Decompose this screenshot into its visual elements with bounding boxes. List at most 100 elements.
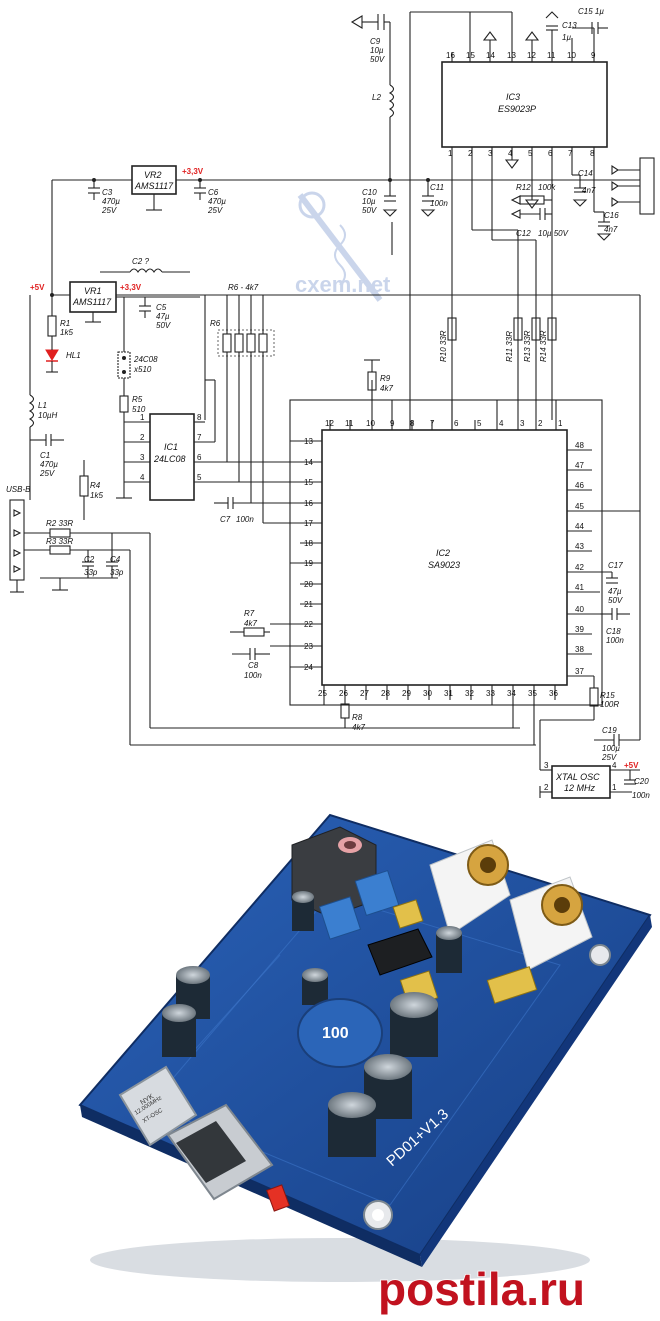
jumper-value: x510 xyxy=(133,365,152,374)
ic2-pin-47: 47 xyxy=(575,461,584,470)
postila-watermark-text: postila.ru xyxy=(378,1263,585,1315)
xtal-line1: XTAL OSC xyxy=(555,772,600,782)
r11-label: R11 33R xyxy=(505,331,514,362)
rail-5v: +5V xyxy=(30,283,45,292)
ic2-pin-14: 14 xyxy=(304,458,313,467)
ic2-right-pin-lines xyxy=(567,449,640,677)
usb-label: USB-B xyxy=(6,485,31,494)
ic2-ref: IC2 xyxy=(436,548,450,558)
r3-label: R3 33R xyxy=(46,537,73,546)
c3-ref: C3 xyxy=(102,188,113,197)
ic1-ref: IC1 xyxy=(164,442,178,452)
schematic-svg: cxem.net IC3 ES9023P 16 15 14 13 12 11 1… xyxy=(6,7,655,800)
mounting-hole-right xyxy=(589,944,611,966)
cap-c18: C18 100n xyxy=(600,608,630,645)
ic2-pin-16: 16 xyxy=(304,499,313,508)
ic1-eeprom: IC1 24LC08 1 2 3 4 8 7 6 5 xyxy=(116,379,239,501)
c7-ref: C7 xyxy=(220,515,231,524)
ic2-pin-25: 25 xyxy=(318,689,327,698)
ic2-pin-1: 1 xyxy=(558,419,563,428)
resistor-r3: R3 33R xyxy=(24,537,130,555)
ic2-left-pin-lines xyxy=(227,440,322,668)
regulator-vr1: VR1 AMS1117 xyxy=(69,281,117,323)
crystal-oscillator-can: NYK 12.000MHz XT-OSC xyxy=(118,1065,198,1147)
cap-c5: C5 47µ 50V xyxy=(139,297,171,330)
ic2-pin-18: 18 xyxy=(304,539,313,548)
resistor-r7: R7 4k7 xyxy=(230,609,270,637)
ic2-pin-46: 46 xyxy=(575,481,584,490)
c15-label: C15 1µ xyxy=(578,7,604,16)
ic1-pin-7: 7 xyxy=(197,433,202,442)
resistor-r11: R11 33R xyxy=(505,317,523,362)
rca-jack-left xyxy=(429,839,511,936)
pcb-ic-chip xyxy=(367,928,433,976)
c4-value: 33p xyxy=(110,568,124,577)
ic2-pin-20: 20 xyxy=(304,580,313,589)
r6-label: R6 xyxy=(210,319,221,328)
ic1-pin-1: 1 xyxy=(140,413,145,422)
tantalum-cap-1 xyxy=(392,899,424,929)
resistor-r10: R10 33R xyxy=(439,317,457,362)
c14-value: 4n7 xyxy=(582,186,596,195)
film-capacitor-1 xyxy=(354,869,400,917)
resistor-r15: R15 100R xyxy=(539,676,619,770)
c19-voltage: 25V xyxy=(601,753,617,762)
cap-c10: C10 10µ 50V xyxy=(362,180,398,217)
c5-voltage: 50V xyxy=(156,321,171,330)
c1-value: 470µ xyxy=(40,460,58,469)
ic2-pin-42: 42 xyxy=(575,563,584,572)
r8-ref: R8 xyxy=(352,713,363,722)
c2-ref: C2 xyxy=(84,555,95,564)
resistor-r13: R13 33R xyxy=(523,317,541,362)
l1-ref: L1 xyxy=(38,401,47,410)
cap-c9: C9 10µ 50V xyxy=(350,14,391,85)
ic2-pin-12: 12 xyxy=(325,419,334,428)
ic3-chip: IC3 ES9023P 16 15 14 13 12 11 10 9 1 2 3… xyxy=(441,12,608,470)
r14-label: R14 33R xyxy=(539,330,548,362)
board-shadow xyxy=(90,1238,590,1282)
jumper-24c08: 24C08 x510 xyxy=(117,297,158,379)
ic2-pin-36: 36 xyxy=(549,689,558,698)
ic2-chip: IC2 SA9023 12 11 10 9 8 7 6 5 4 3 2 1 1 xyxy=(227,380,640,745)
c17-voltage: 50V xyxy=(608,596,623,605)
large-electrolytic-3 xyxy=(328,1092,376,1157)
c2q-label: C2 ? xyxy=(132,257,149,266)
cap-c8: C8 100n xyxy=(232,648,270,680)
r1-ref: R1 xyxy=(60,319,70,328)
ic1-pin-5: 5 xyxy=(197,473,202,482)
ic3-pin-2: 2 xyxy=(468,149,473,158)
ic2-pin-40: 40 xyxy=(575,605,584,614)
large-electrolytic-left-2 xyxy=(162,1004,196,1057)
ic3-pin-14: 14 xyxy=(486,51,495,60)
ic2-pin-10: 10 xyxy=(366,419,375,428)
c14-ref: C14 xyxy=(578,169,593,178)
r15-ref: R15 xyxy=(600,691,615,700)
ic2-pin-11: 11 xyxy=(345,419,354,428)
cap-c20: C20 100n xyxy=(624,770,650,800)
r9-ref: R9 xyxy=(380,374,391,383)
large-electrolytic-1 xyxy=(390,992,438,1057)
ic2-bottom-pin-lines xyxy=(323,685,556,745)
c12-value: 10µ 50V xyxy=(538,229,569,238)
c17-ref: C17 xyxy=(608,561,623,570)
c8-ref: C8 xyxy=(248,661,259,670)
ic3-pin-8: 8 xyxy=(590,149,595,158)
c11-ref: C11 xyxy=(430,183,444,192)
inductor-marking: 100 xyxy=(322,1025,349,1042)
r12-ref: R12 xyxy=(516,183,531,192)
ic2-pin-22: 22 xyxy=(304,620,313,629)
r5-value: 510 xyxy=(132,405,146,414)
ic2-part: SA9023 xyxy=(428,560,460,570)
c19-value: 100µ xyxy=(602,744,620,753)
xtal-oscillator: XTAL OSC 12 MHz 3 4 2 1 xyxy=(539,761,640,799)
ic2-pin-29: 29 xyxy=(402,689,411,698)
r12-value: 100k xyxy=(538,183,556,192)
c3-value: 470µ xyxy=(102,197,120,206)
c13-ref: C13 xyxy=(562,21,577,30)
ic3-pin-5: 5 xyxy=(528,149,533,158)
ic2-pin-19: 19 xyxy=(304,559,313,568)
ic3-supply-arrow-12 xyxy=(524,31,540,41)
ic3-ref: IC3 xyxy=(506,92,520,102)
ic3-pin-9: 9 xyxy=(591,51,596,60)
ic2-pin-30: 30 xyxy=(423,689,432,698)
